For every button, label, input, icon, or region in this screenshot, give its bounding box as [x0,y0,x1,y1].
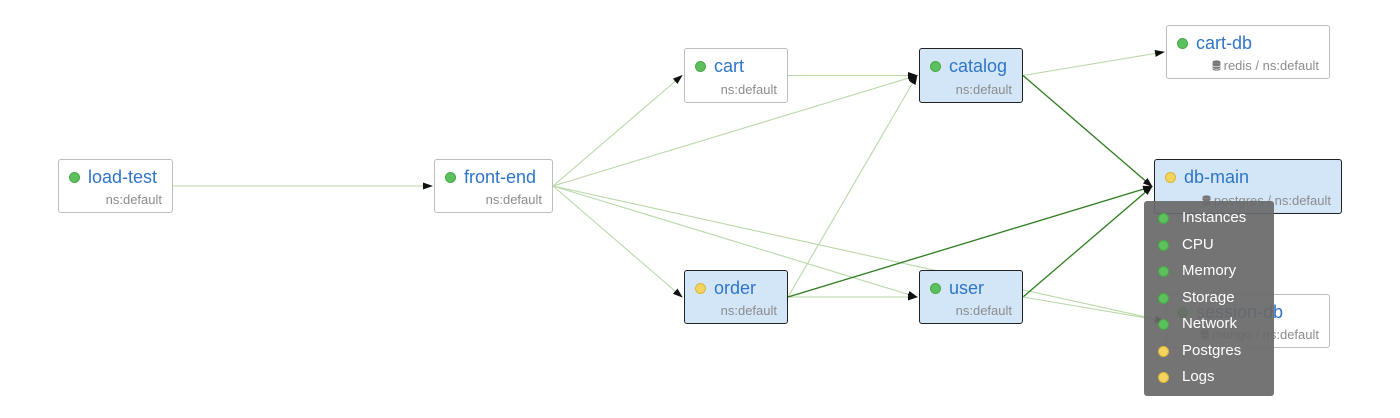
edge-user-to-db-main [1022,185,1153,298]
edge-order-to-catalog [787,74,918,298]
popup-item-logs[interactable]: Logs [1158,367,1215,387]
node-name: cart-db [1196,33,1253,53]
node-user[interactable]: user ns:default [919,270,1023,324]
status-dot [1158,212,1169,224]
status-dot [69,171,80,183]
edge-front-end-to-catalog [552,74,918,187]
node-namespace: ns:default [105,192,162,207]
edge-front-end-to-session-db [552,185,1165,323]
node-name: catalog [949,56,1008,76]
node-namespace: redis / ns:default [1223,58,1319,73]
popup-item-network[interactable]: Network [1158,314,1237,334]
edge-catalog-to-db-main [1022,75,1153,188]
status-dot [695,282,706,294]
status-dot [695,60,706,72]
node-namespace: ns:default [955,82,1012,97]
popup-item-storage[interactable]: Storage [1158,288,1235,308]
node-name: order [714,278,757,298]
edge-order-to-db-main [787,185,1153,298]
node-name: front-end [464,167,537,187]
popup-item-instances[interactable]: Instances [1158,208,1246,228]
node-name: db-main [1184,167,1250,187]
node-order[interactable]: order ns:default [684,270,788,324]
node-front-end[interactable]: front-end ns:default [434,159,553,213]
node-catalog[interactable]: catalog ns:default [919,48,1023,103]
edge-catalog-to-cart-db [1022,50,1165,77]
popup-item-cpu[interactable]: CPU [1158,235,1214,255]
node-namespace: ns:default [720,303,777,318]
status-dot [1158,265,1169,277]
status-dot [1158,345,1169,357]
status-dot [1177,37,1188,49]
edge-front-end-to-user [552,185,918,298]
node-load-test[interactable]: load-test ns:default [58,159,173,213]
status-dot [445,171,456,183]
status-dot [930,282,941,294]
status-dot [1158,318,1169,330]
node-name: cart [714,56,745,76]
edge-front-end-to-cart [552,74,683,187]
status-dot [1158,371,1169,383]
status-dot [1158,292,1169,304]
node-cart[interactable]: cart ns:default [684,48,788,103]
status-dot [930,60,941,72]
popup-item-postgres[interactable]: Postgres [1158,341,1241,361]
node-name: load-test [88,167,158,187]
edge-front-end-to-order [552,185,683,298]
status-dot [1158,239,1169,251]
status-dot [1165,171,1176,183]
database-icon [1211,60,1221,71]
node-name: user [949,278,985,298]
node-namespace: ns:default [955,303,1012,318]
edge-user-to-session-db [1022,296,1165,323]
node-namespace: ns:default [485,192,542,207]
node-namespace: ns:default [720,82,777,97]
popup-item-memory[interactable]: Memory [1158,261,1236,281]
node-cart-db[interactable]: cart-db redis / ns:default [1166,25,1330,79]
metrics-popup-menu: Instances CPU Memory Storage Network Pos… [1144,201,1274,396]
